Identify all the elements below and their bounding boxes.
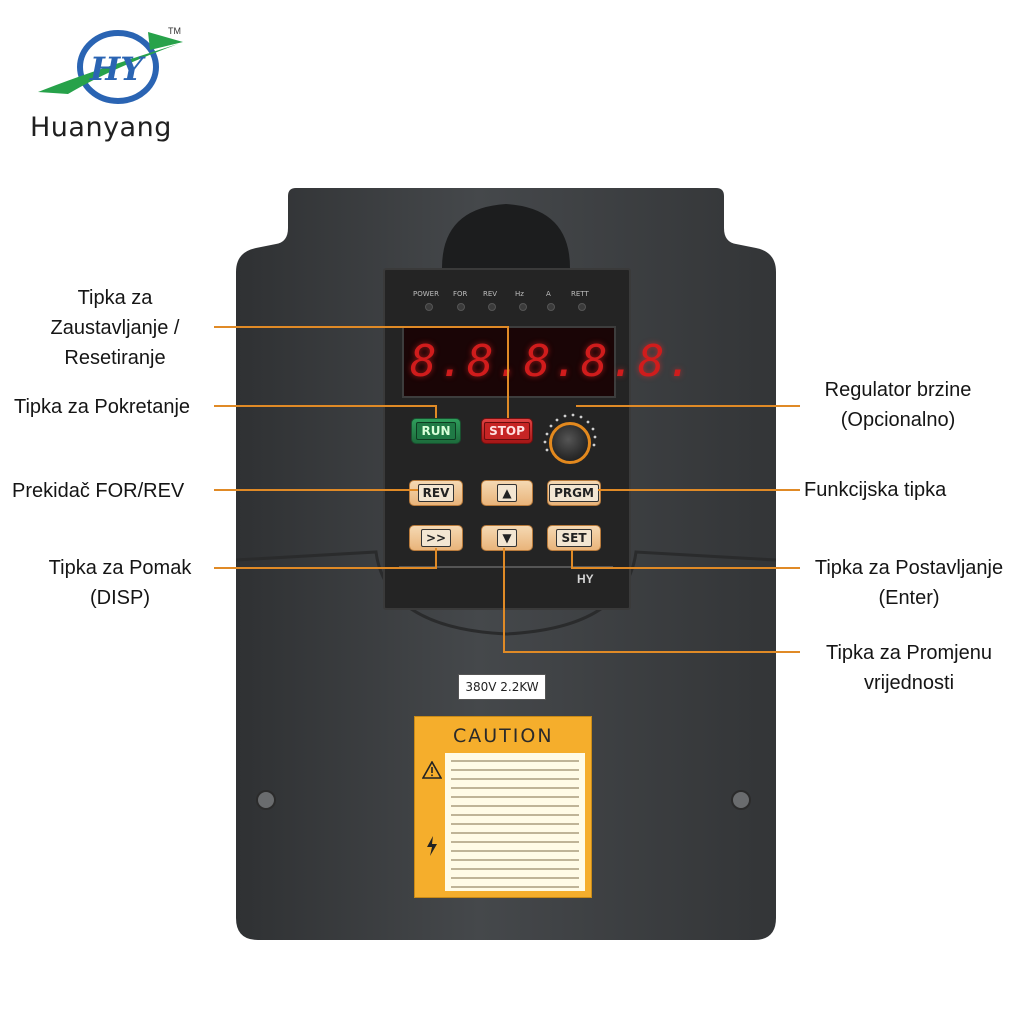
- caution-title: CAUTION: [453, 725, 554, 747]
- for-led-icon: [457, 303, 465, 311]
- down-arrow-icon: ▼: [497, 529, 517, 547]
- callout-set: Tipka za Postavljanje (Enter): [800, 553, 1018, 613]
- callout-stop-reset-line3: Resetiranje: [64, 347, 166, 369]
- shift-arrow-icon: >>: [420, 529, 452, 547]
- stop-button-label: STOP: [484, 422, 530, 440]
- led-label-hz: Hz: [515, 290, 524, 298]
- callout-change: Tipka za Promjenu vrijednosti: [800, 638, 1018, 698]
- callout-shift: Tipka za Pomak (DISP): [22, 553, 218, 613]
- prgm-button[interactable]: PRGM: [547, 480, 601, 506]
- callout-for-rev: Prekidač FOR/REV: [12, 480, 185, 502]
- callout-change-line2: vrijednosti: [863, 672, 955, 694]
- rating-label: 380V 2.2KW: [458, 674, 546, 700]
- control-panel: POWER FOR REV Hz A RETT 8.8.8.8.8. RUN S…: [383, 268, 693, 610]
- panel-model-mark: HY: [577, 572, 594, 586]
- prgm-button-label: PRGM: [549, 484, 599, 502]
- a-led-icon: [547, 303, 555, 311]
- run-button-label: RUN: [416, 422, 456, 440]
- up-arrow-icon: ▲: [497, 484, 517, 502]
- brand-name: Huanyang: [30, 112, 172, 143]
- power-led-icon: [425, 303, 433, 311]
- callout-speed: Regulator brzine (Opcionalno): [800, 375, 996, 435]
- up-button[interactable]: ▲: [481, 480, 533, 506]
- callout-speed-line2: (Opcionalno): [840, 409, 956, 431]
- display-digits: 8.8.8.8.8.: [410, 336, 695, 387]
- callout-stop-reset-line1: Tipka za: [77, 287, 153, 309]
- caution-text-block: [445, 753, 585, 891]
- hy-logo-icon: HY: [38, 30, 183, 104]
- callout-change-line1: Tipka za Promjenu: [826, 642, 992, 664]
- callout-function: Funkcijska tipka: [804, 479, 947, 501]
- rev-button[interactable]: REV: [409, 480, 463, 506]
- led-display: 8.8.8.8.8.: [402, 326, 693, 398]
- rett-led-icon: [578, 303, 586, 311]
- huanyang-logo: HY: [28, 22, 208, 152]
- callout-shift-line1: Tipka za Pomak: [48, 557, 192, 579]
- warning-triangle-icon: [422, 761, 442, 779]
- electric-hazard-icon: [427, 836, 437, 856]
- led-label-for: FOR: [453, 290, 468, 298]
- led-label-rett: RETT: [571, 290, 589, 298]
- run-button[interactable]: RUN: [411, 418, 461, 444]
- speed-scale-icon: [543, 413, 597, 452]
- callout-speed-line1: Regulator brzine: [824, 379, 972, 401]
- shift-button[interactable]: >>: [409, 525, 463, 551]
- set-button[interactable]: SET: [547, 525, 601, 551]
- callout-shift-line2: (DISP): [90, 587, 150, 609]
- caution-label: CAUTION: [414, 716, 592, 898]
- trademark-mark: TM: [168, 26, 181, 36]
- svg-text:HY: HY: [89, 50, 146, 88]
- led-label-a: A: [546, 290, 551, 298]
- speed-knob[interactable]: [549, 422, 591, 464]
- stop-button[interactable]: STOP: [481, 418, 533, 444]
- callout-run: Tipka za Pokretanje: [14, 396, 191, 418]
- rev-led-icon: [488, 303, 496, 311]
- callout-set-line2: (Enter): [878, 587, 940, 609]
- callout-stop-reset: Tipka za Zaustavljanje / Resetiranje: [26, 283, 204, 373]
- callout-set-line1: Tipka za Postavljanje: [814, 557, 1004, 579]
- hz-led-icon: [519, 303, 527, 311]
- callout-stop-reset-line2: Zaustavljanje /: [50, 317, 180, 339]
- panel-divider: [399, 566, 613, 568]
- led-label-rev: REV: [483, 290, 498, 298]
- down-button[interactable]: ▼: [481, 525, 533, 551]
- rev-button-label: REV: [417, 484, 455, 502]
- set-button-label: SET: [556, 529, 592, 547]
- led-label-power: POWER: [413, 290, 439, 298]
